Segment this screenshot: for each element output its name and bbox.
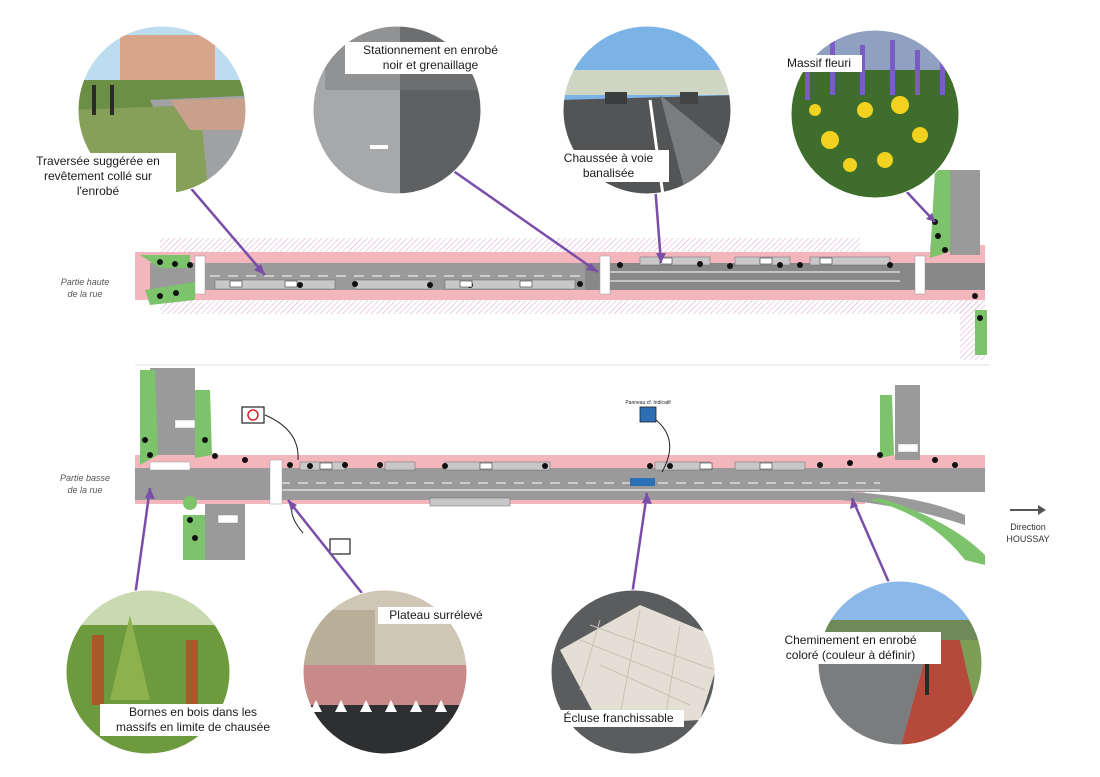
upper-street-plan [135,170,990,366]
lower-cars [319,462,773,470]
callout-arrowheads [145,213,935,511]
upper-green-se [975,310,987,355]
photo-massif-ring [790,29,960,199]
lower-green-se [870,498,985,565]
label-stationnement: Stationnement en enrobé noir et grenaill… [345,42,516,74]
label-massif: Massif fleuri [776,55,862,72]
panneau-label: Panneau cf. Indicatif [625,400,671,406]
label-cheminement: Cheminement en enrobé coloré (couleur à … [760,632,941,664]
upper-crossing-2 [599,255,611,295]
lower-green-nw [140,370,158,465]
photo-ecluse-ring [550,589,716,755]
lower-sidewalk-north [135,455,985,470]
photo-stationnement-ring [312,25,482,195]
plateau-sign-icon [291,504,351,555]
direction-arrow-icon [1010,505,1046,515]
lower-green-n2 [195,390,212,458]
direction-label: Direction HOUSSAY [1006,522,1050,544]
lower-tree-sw [183,496,197,510]
section-label-lower: Partie basse de la rue [59,473,111,495]
callout-lines [133,168,936,598]
photo-bornes-ring [65,589,231,755]
label-traversee: Traversée suggérée en revêtement collé s… [20,153,176,200]
upper-side-road [950,170,980,255]
upper-green-bulb-left-2 [145,282,195,305]
label-chaussee: Chaussée à voie banalisée [548,150,669,182]
label-plateau: Plateau surrélevé [378,607,494,624]
lower-side-street-south [205,500,245,560]
upper-lots-north [160,238,860,254]
photo-plateau-ring [302,589,468,755]
photo-ecluse [551,590,715,754]
lower-zebra-marks [174,419,919,524]
lower-crossing-left [149,461,191,471]
photo-chaussee-ring [562,25,732,195]
lower-chicane-marker [630,478,655,486]
label-bornes: Bornes en bois dans les massifs en limit… [100,704,286,736]
speed-sign-icon [241,406,299,461]
lower-road [135,468,985,525]
upper-cars [229,257,833,288]
upper-crossing-3 [914,255,926,295]
lower-green-ne [880,395,894,458]
lower-street-plan: Panneau cf. Indicatif [135,368,985,565]
section-label-upper: Partie haute de la rue [60,277,110,299]
label-ecluse: Écluse franchissable [553,710,684,727]
lower-plateau-marking [269,459,283,505]
lower-trees [142,437,958,541]
chicane-sign-icon [639,406,671,473]
upper-crossing-1 [194,255,206,295]
upper-trees [157,219,983,321]
